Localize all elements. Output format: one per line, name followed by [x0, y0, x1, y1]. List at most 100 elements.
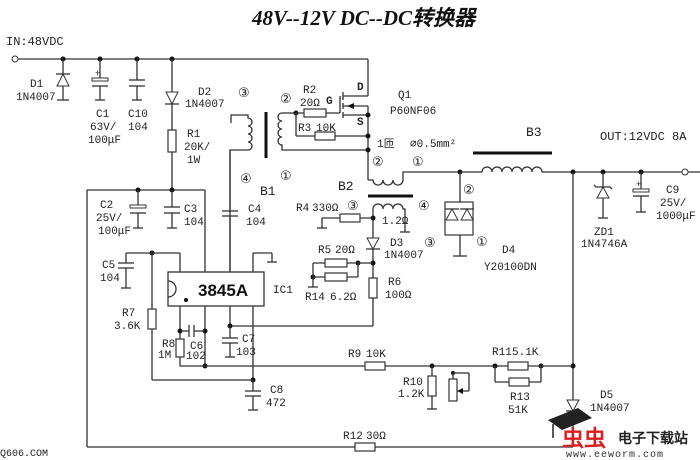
q1-ref: Q1 — [398, 90, 412, 102]
ic1-3845a — [167, 252, 277, 380]
r14-ref: R14 — [305, 292, 325, 304]
resistor-r14 — [324, 272, 348, 282]
r3-value: 10K — [316, 123, 336, 135]
diode-d4 — [444, 172, 474, 257]
r1-value2: 1W — [187, 155, 201, 167]
output-terminal — [681, 168, 689, 176]
r14-value: 6.2Ω — [330, 292, 357, 304]
r11-value: 5.1K — [512, 347, 539, 359]
resistor-r11 — [507, 361, 529, 371]
zd1-value: 1N4746A — [581, 239, 628, 251]
capacitor-c10 — [129, 59, 145, 101]
b2-winding-note: 1匝 — [377, 138, 395, 151]
svg-text:+: + — [636, 180, 641, 190]
d1-value: 1N4007 — [16, 92, 56, 104]
c4-ref: C4 — [248, 204, 262, 216]
b2-wire-note: ∅0.5mm² — [410, 139, 456, 151]
ic1-ref: IC1 — [273, 285, 293, 297]
b1-ref: B1 — [260, 184, 276, 199]
resistor-r1 — [167, 129, 177, 153]
r1-ref: R1 — [187, 129, 201, 141]
b1-pin3: ③ — [238, 86, 250, 101]
capacitor-c1: + — [91, 59, 109, 101]
c7-value: 103 — [236, 347, 256, 359]
input-label: IN:48VDC — [6, 35, 64, 49]
q1-value: P60NF06 — [390, 106, 436, 118]
resistor-r10 — [427, 375, 437, 397]
c9-value1: 25V/ — [660, 198, 686, 210]
d3-value: 1N4007 — [384, 250, 424, 262]
b2-sec-pin3: ③ — [347, 199, 359, 214]
r9-ref: R9 — [348, 349, 361, 361]
watermark-brand-red: 虫虫 — [562, 426, 606, 452]
d4-pin2: ② — [463, 183, 475, 198]
input-terminal — [11, 55, 19, 63]
r4-value: 330Ω — [312, 203, 339, 215]
b2-ref: B2 — [338, 179, 354, 194]
d5-value: 1N4007 — [590, 403, 630, 415]
c10-value: 104 — [128, 122, 148, 134]
mosfet-q1 — [339, 59, 369, 180]
c2-ref: C2 — [100, 200, 113, 212]
transformer-b2 — [368, 171, 460, 288]
r7-ref: R7 — [122, 308, 135, 320]
c8-value: 472 — [266, 398, 286, 410]
c3-value: 104 — [184, 217, 204, 229]
r1-value1: 20K/ — [184, 142, 210, 154]
b1-pin1: ① — [280, 169, 292, 184]
resistor-r7 — [147, 308, 157, 330]
c6-value: 102 — [186, 351, 206, 363]
r5-ref: R5 — [318, 245, 331, 257]
c3-ref: C3 — [184, 204, 197, 216]
d1-ref: D1 — [30, 79, 44, 91]
zd1-ref: ZD1 — [594, 227, 614, 239]
c8-ref: C8 — [270, 385, 283, 397]
r9-value: 10K — [366, 349, 386, 361]
r5-value: 20Ω — [335, 245, 355, 257]
r13-ref: R13 — [510, 392, 530, 404]
d5-ref: D5 — [600, 390, 613, 402]
diode-d2 — [165, 59, 179, 190]
r8-ref: R8 — [162, 339, 175, 351]
resistor-r5 — [324, 258, 348, 268]
resistor-r2 — [303, 108, 327, 118]
resistor-r4 — [339, 213, 361, 223]
b3-ref: B3 — [526, 125, 542, 140]
capacitor-c5 — [118, 253, 134, 289]
d2-value: 1N4007 — [185, 99, 225, 111]
r2-value: 20Ω — [300, 98, 320, 110]
c5-ref: C5 — [102, 260, 115, 272]
c9-value2: 1000μF — [656, 211, 696, 223]
b2-pri-pin1: ① — [412, 155, 424, 170]
capacitor-c9: + — [632, 172, 650, 213]
q1-drain-label: D — [357, 82, 364, 94]
diagram-title: 48V--12V DC--DC转换器 — [251, 6, 478, 30]
r13-value: 51K — [508, 405, 528, 417]
watermark-brand-text: 电子下载站 — [618, 430, 688, 447]
b2-pin3-lower: ③ — [424, 236, 436, 251]
c10-ref: C10 — [128, 109, 148, 121]
capacitor-c8 — [245, 380, 261, 411]
r3-ref: R3 — [298, 123, 311, 135]
ic1-value: 3845A — [198, 281, 248, 300]
d2-ref: D2 — [198, 87, 211, 99]
transformer-b1 — [229, 112, 368, 272]
c5-value: 104 — [100, 273, 120, 285]
q1-source-label: S — [357, 117, 364, 129]
c1-ref: C1 — [96, 109, 110, 121]
watermark-url: www.eeworm.com — [566, 450, 664, 460]
c9-ref: C9 — [666, 185, 679, 197]
r11-ref: R11 — [492, 347, 512, 359]
output-label: OUT:12VDC 8A — [600, 130, 687, 144]
resistor-r13 — [508, 377, 530, 387]
watermark-left: Q606.COM — [0, 449, 48, 460]
watermark-logo-icon — [548, 408, 592, 438]
capacitor-c4 — [222, 150, 238, 272]
r4-ref: R4 — [296, 203, 310, 215]
r12-ref: R12 — [343, 431, 363, 443]
inductor-b3 — [460, 151, 700, 173]
c2-value2: 100μF — [98, 226, 131, 238]
capacitor-c3 — [164, 190, 180, 229]
svg-text:+: + — [95, 69, 100, 79]
b2-pri-pin2: ② — [372, 155, 384, 170]
